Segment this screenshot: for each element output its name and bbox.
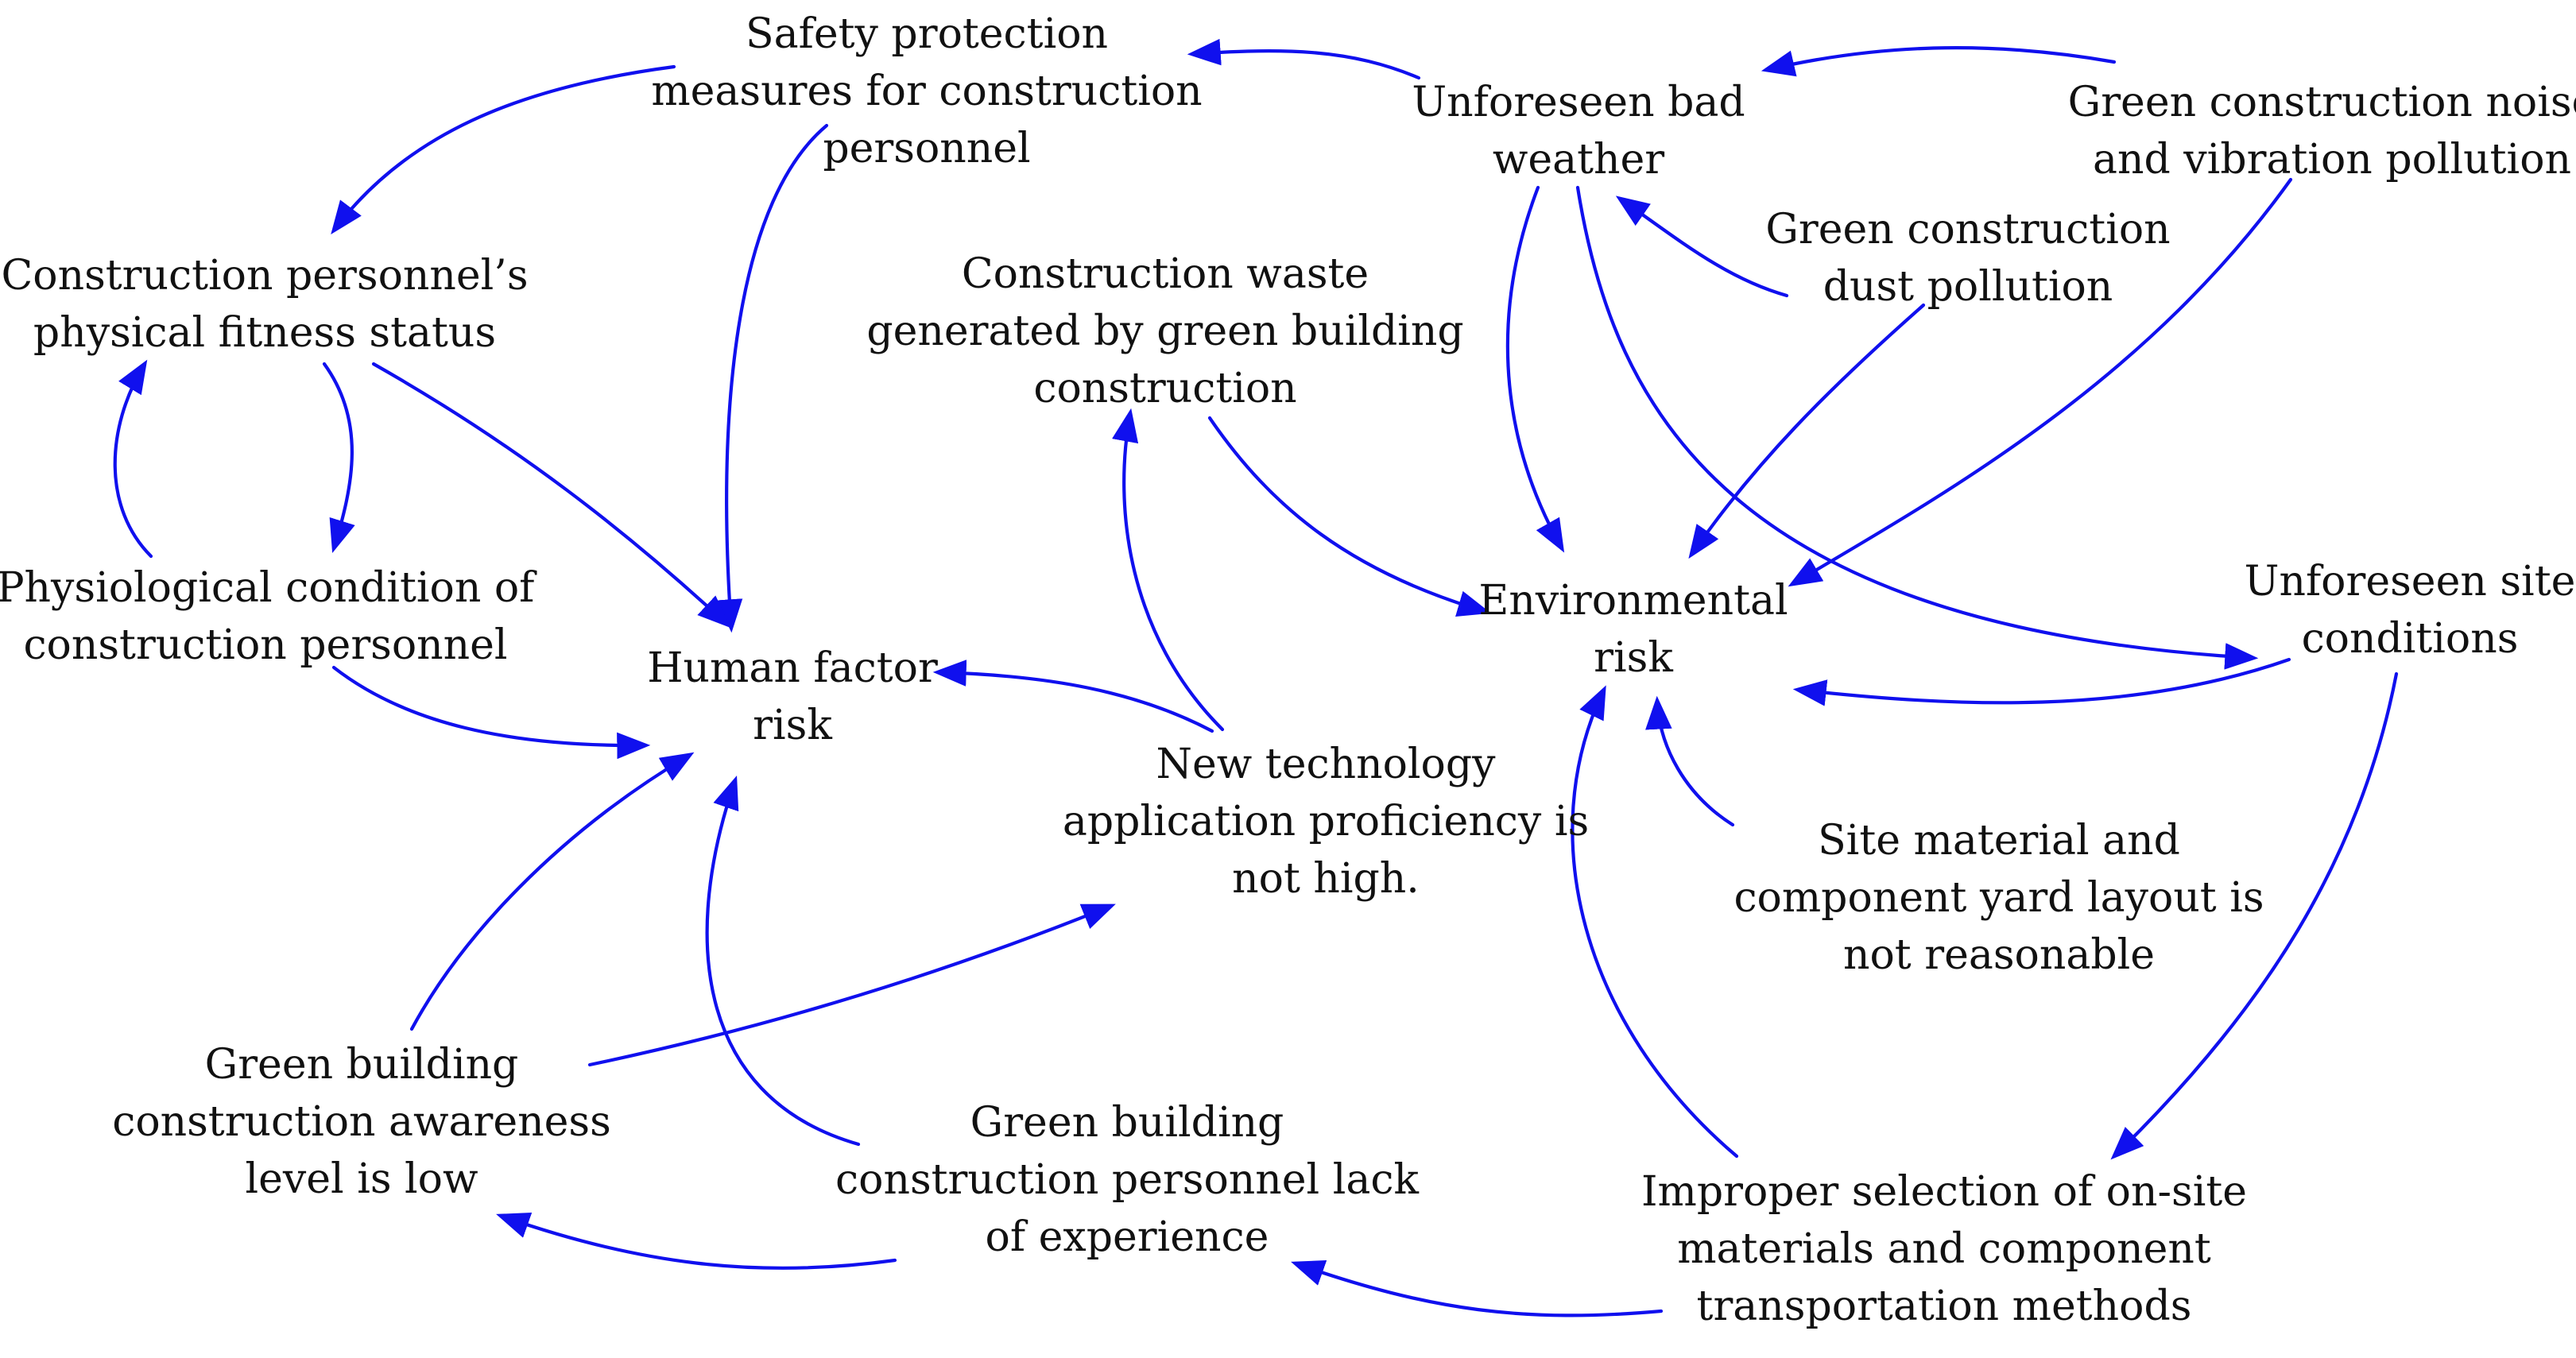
edge-new-technology-to-human-factor-risk xyxy=(932,660,1214,733)
node-unforeseen-bad-weather: Unforeseen bad weather xyxy=(1412,79,1745,184)
node-new-technology-proficiency: New technology application proficiency i… xyxy=(1062,741,1590,903)
edge-unforeseen-weather-to-environmental-risk xyxy=(1505,185,1565,553)
node-noise-vibration-pollution: Green construction noise and vibration p… xyxy=(2067,79,2576,184)
node-environmental-risk: Environmental risk xyxy=(1478,577,1788,682)
node-safety-protection-measures: Safety protection measures for construct… xyxy=(651,10,1203,172)
edge-safety-protection-to-physical-fitness xyxy=(331,64,676,235)
edge-lack-experience-to-awareness-low xyxy=(496,1213,897,1270)
edge-improper-selection-to-environmental-risk xyxy=(1571,685,1739,1159)
node-unforeseen-site-conditions: Unforeseen site conditions xyxy=(2244,558,2576,663)
edge-lack-experience-to-human-factor-risk xyxy=(705,776,861,1147)
edge-unforeseen-site-to-improper-selection xyxy=(2110,671,2399,1160)
edge-awareness-low-to-new-technology xyxy=(587,903,1116,1067)
edge-physiological-condition-to-human-factor-risk xyxy=(331,665,651,760)
edge-improper-selection-to-lack-experience xyxy=(1291,1260,1664,1317)
edge-new-technology-to-construction-waste xyxy=(1112,408,1225,732)
node-awareness-level-low: Green building construction awareness le… xyxy=(112,1041,611,1203)
node-yard-layout: Site material and component yard layout … xyxy=(1733,817,2264,979)
node-physiological-condition: Physiological condition of construction … xyxy=(0,564,535,669)
node-physical-fitness-status: Construction personnel’s physical fitnes… xyxy=(1,252,529,357)
edge-awareness-low-to-human-factor-risk xyxy=(409,752,695,1031)
edge-dust-pollution-to-unforeseen-weather xyxy=(1615,195,1789,298)
edge-physical-fitness-to-physiological-condition xyxy=(322,362,355,554)
edge-noise-vibration-to-unforeseen-weather xyxy=(1761,46,2117,77)
node-dust-pollution: Green construction dust pollution xyxy=(1765,206,2171,311)
node-improper-selection: Improper selection of on-site materials … xyxy=(1641,1168,2248,1330)
node-human-factor-risk: Human factor risk xyxy=(647,644,938,749)
edge-noise-vibration-to-environmental-risk xyxy=(1788,177,2293,587)
node-construction-waste: Construction waste generated by green bu… xyxy=(866,250,1464,412)
node-lack-of-experience: Green building construction personnel la… xyxy=(835,1099,1419,1261)
edge-unforeseen-site-to-environmental-risk xyxy=(1792,657,2291,706)
edge-safety-protection-to-human-factor-risk xyxy=(715,123,829,633)
edge-physiological-condition-to-physical-fitness xyxy=(113,359,153,559)
edge-construction-waste-to-environmental-risk xyxy=(1207,416,1492,617)
edge-physical-fitness-to-human-factor-risk xyxy=(371,362,731,629)
edge-dust-pollution-to-environmental-risk xyxy=(1688,303,1926,559)
edge-yard-layout-to-environmental-risk xyxy=(1645,695,1735,827)
edge-unforeseen-weather-to-safety-protection xyxy=(1187,38,1421,80)
